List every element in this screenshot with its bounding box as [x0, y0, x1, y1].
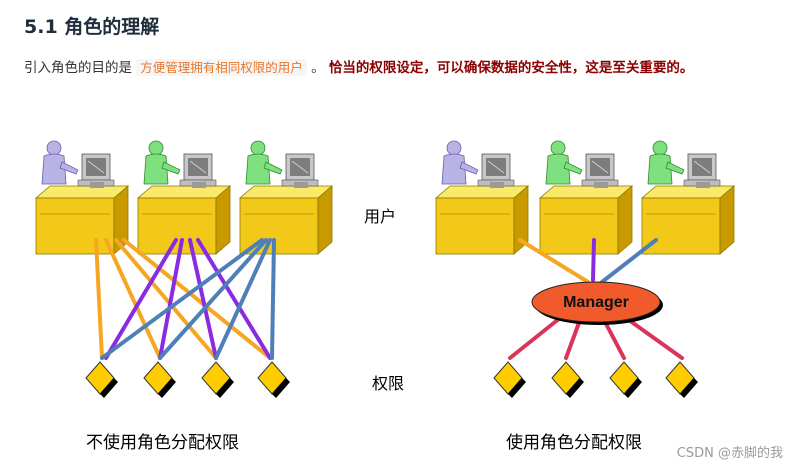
caption-with-role: 使用角色分配权限 [506, 433, 642, 453]
right-user-1 [435, 140, 529, 255]
right-permission-1 [493, 361, 527, 399]
right-permission-lines [508, 316, 684, 360]
emphasis-text: 恰当的权限设定，可以确保数据的安全性，这是至关重要的。 [329, 60, 694, 76]
users-label: 用户 [364, 207, 397, 226]
section-heading: 5.1 角色的理解 [24, 16, 160, 38]
intro-separator: 。 [311, 60, 325, 76]
watermark: CSDN @赤脚的我 [676, 446, 783, 461]
permissions-label: 权限 [372, 374, 405, 393]
caption-without-role: 不使用角色分配权限 [86, 433, 239, 453]
left-permission-1 [85, 361, 119, 399]
left-permission-4 [257, 361, 291, 399]
right-user-2 [539, 140, 633, 255]
left-connection-lines [94, 238, 276, 360]
right-permission-3 [609, 361, 643, 399]
manager-label: Manager [563, 294, 629, 311]
intro-paragraph: 引入角色的目的是 方便管理拥有相同权限的用户 。 恰当的权限设定，可以确保数据的… [24, 55, 774, 81]
manager-role: Manager [531, 281, 663, 325]
right-user-3 [641, 140, 735, 255]
left-user-2 [137, 140, 231, 255]
left-user-1 [35, 140, 129, 255]
left-user-3 [239, 140, 333, 255]
left-permission-3 [201, 361, 235, 399]
left-permission-2 [143, 361, 177, 399]
intro-text: 引入角色的目的是 [24, 60, 132, 76]
right-permission-4 [665, 361, 699, 399]
right-permission-2 [551, 361, 585, 399]
emphasis-end: 。 [679, 60, 694, 76]
emphasis-main: 恰当的权限设定，可以确保数据的安全性，这是至关重要的 [328, 60, 680, 76]
right-user-lines [518, 238, 658, 284]
inline-code: 方便管理拥有相同权限的用户 [136, 59, 307, 76]
